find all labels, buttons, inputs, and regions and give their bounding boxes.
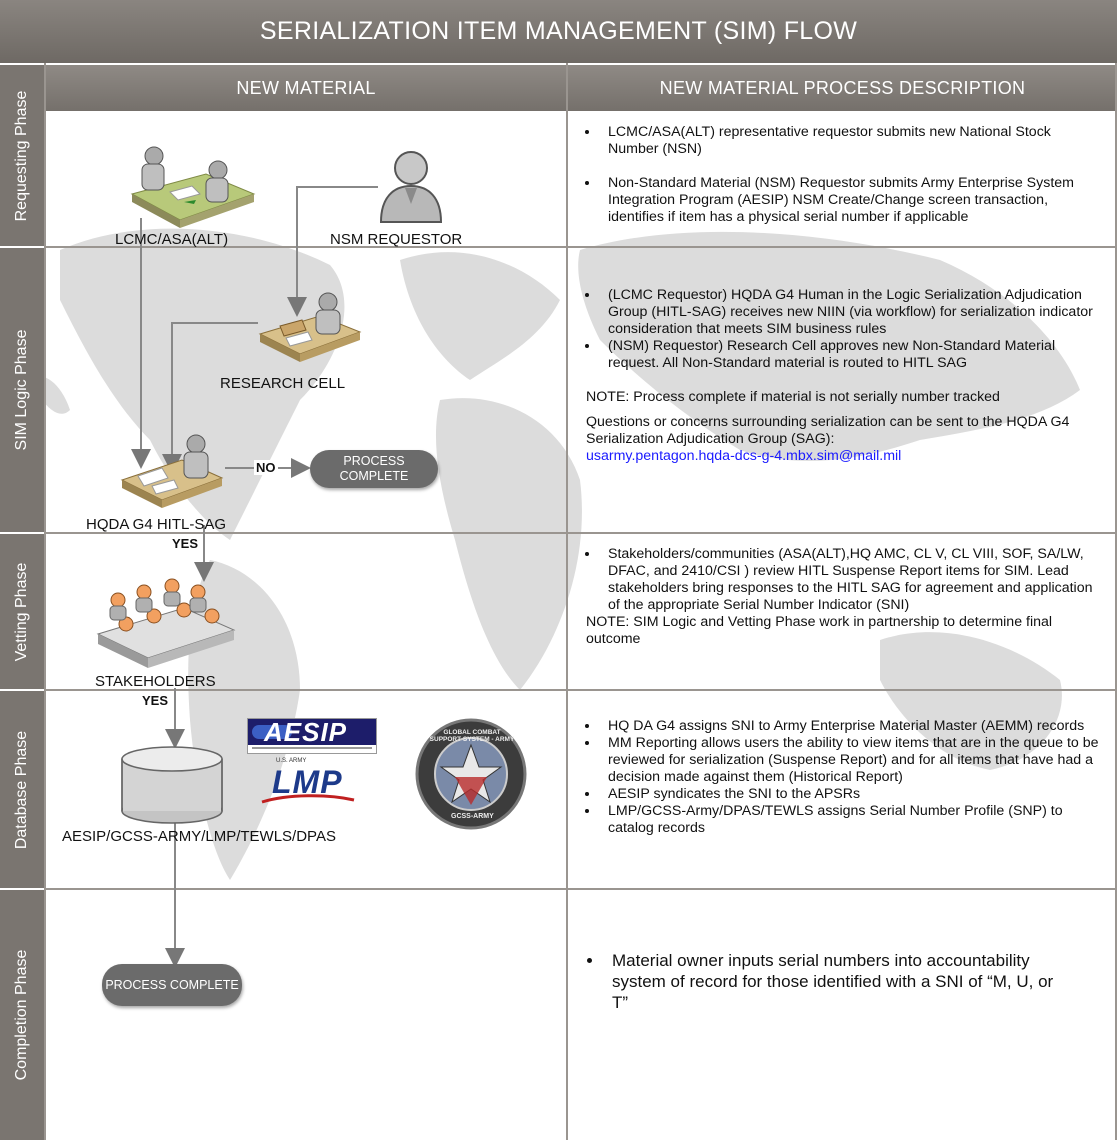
header-process-description: NEW MATERIAL PROCESS DESCRIPTION — [568, 65, 1117, 111]
vetting-note: NOTE: SIM Logic and Vetting Phase work i… — [586, 614, 1053, 647]
node-label-database: AESIP/GCSS-ARMY/LMP/TEWLS/DPAS — [62, 828, 336, 845]
people-at-desk-icon — [122, 142, 258, 230]
description-bullet: Stakeholders/communities (ASA(ALT),HQ AM… — [600, 546, 1100, 614]
arrow-nsm-to-research — [287, 186, 378, 317]
phase-database: Database Phase — [0, 691, 44, 888]
person-at-desk-icon — [256, 290, 366, 372]
edge-label-yes: YES — [142, 693, 169, 708]
sim-note: NOTE: Process complete if material is no… — [586, 389, 1000, 405]
node-label-stakeholders: STAKEHOLDERS — [95, 673, 216, 690]
description-bullet: LCMC/ASA(ALT) representative requestor s… — [600, 124, 1100, 158]
person-icon — [375, 148, 447, 224]
description-bullet: Material owner inputs serial numbers int… — [604, 950, 1072, 1013]
edge-label-no: NO — [254, 460, 278, 475]
lmp-logo: U.S. ARMY LMP — [258, 758, 356, 806]
row-divider — [44, 689, 1117, 691]
process-complete-terminal: PROCESS COMPLETE — [310, 450, 438, 488]
phase-vetting: Vetting Phase — [0, 534, 44, 689]
row-divider — [44, 246, 1117, 248]
diagram-title: SERIALIZATION ITEM MANAGEMENT (SIM) FLOW — [0, 0, 1117, 63]
sim-email-link[interactable]: usarmy.pentagon.hqda-dcs-g-4.mbx.sim@mai… — [586, 448, 902, 464]
description-database: HQ DA G4 assigns SNI to Army Enterprise … — [572, 718, 1100, 837]
grid-line — [44, 63, 46, 1140]
node-label-hqda: HQDA G4 HITL-SAG — [86, 516, 227, 533]
gcss-army-seal: GLOBAL COMBAT SUPPORT SYSTEM - ARMY GCSS… — [385, 717, 557, 831]
grid-line — [1115, 63, 1117, 1140]
description-bullet: (LCMC Requestor) HQDA G4 Human in the Lo… — [600, 287, 1100, 338]
phase-completion: Completion Phase — [0, 890, 44, 1140]
row-divider — [44, 888, 1117, 890]
description-completion: Material owner inputs serial numbers int… — [572, 950, 1072, 1013]
node-label-lcmc: LCMC/ASA(ALT) — [115, 231, 229, 248]
column-divider — [566, 63, 568, 1140]
phase-sim-logic: SIM Logic Phase — [0, 248, 44, 532]
aesip-logo-text: AESIP — [264, 717, 348, 747]
gcss-ring-text: GLOBAL COMBAT SUPPORT SYSTEM - ARMY — [429, 729, 515, 743]
aesip-logo: AESIP — [247, 717, 377, 754]
lmp-logo-text: LMP — [272, 764, 343, 800]
person-at-desk-icon — [118, 432, 228, 516]
description-bullet: (NSM) Requestor) Research Cell approves … — [600, 338, 1100, 372]
node-label-research-cell: RESEARCH CELL — [220, 375, 346, 392]
database-icon — [118, 745, 228, 825]
description-requesting: LCMC/ASA(ALT) representative requestor s… — [572, 124, 1100, 226]
description-bullet: Non-Standard Material (NSM) Requestor su… — [600, 175, 1100, 226]
description-bullet: MM Reporting allows users the ability to… — [600, 735, 1100, 786]
sim-questions: Questions or concerns surrounding serial… — [586, 414, 1070, 447]
row-divider — [44, 532, 1117, 534]
edge-label-yes: YES — [172, 536, 199, 551]
node-label-nsm-requestor: NSM REQUESTOR — [330, 231, 463, 248]
description-vetting: Stakeholders/communities (ASA(ALT),HQ AM… — [572, 546, 1100, 648]
gcss-bottom-text: GCSS-ARMY — [451, 813, 494, 820]
arrow-research-to-hqda — [162, 322, 258, 474]
description-sim-logic: (LCMC Requestor) HQDA G4 Human in the Lo… — [572, 287, 1100, 465]
meeting-table-icon — [92, 578, 240, 670]
description-bullet: LMP/GCSS-Army/DPAS/TEWLS assigns Serial … — [600, 803, 1100, 837]
description-bullet: AESIP syndicates the SNI to the APSRs — [600, 786, 1100, 803]
description-bullet: HQ DA G4 assigns SNI to Army Enterprise … — [600, 718, 1100, 735]
header-new-material: NEW MATERIAL — [46, 65, 566, 111]
lmp-logo-small-text: U.S. ARMY — [276, 758, 307, 764]
phase-requesting: Requesting Phase — [0, 65, 44, 246]
process-complete-terminal: PROCESS COMPLETE — [102, 964, 242, 1006]
